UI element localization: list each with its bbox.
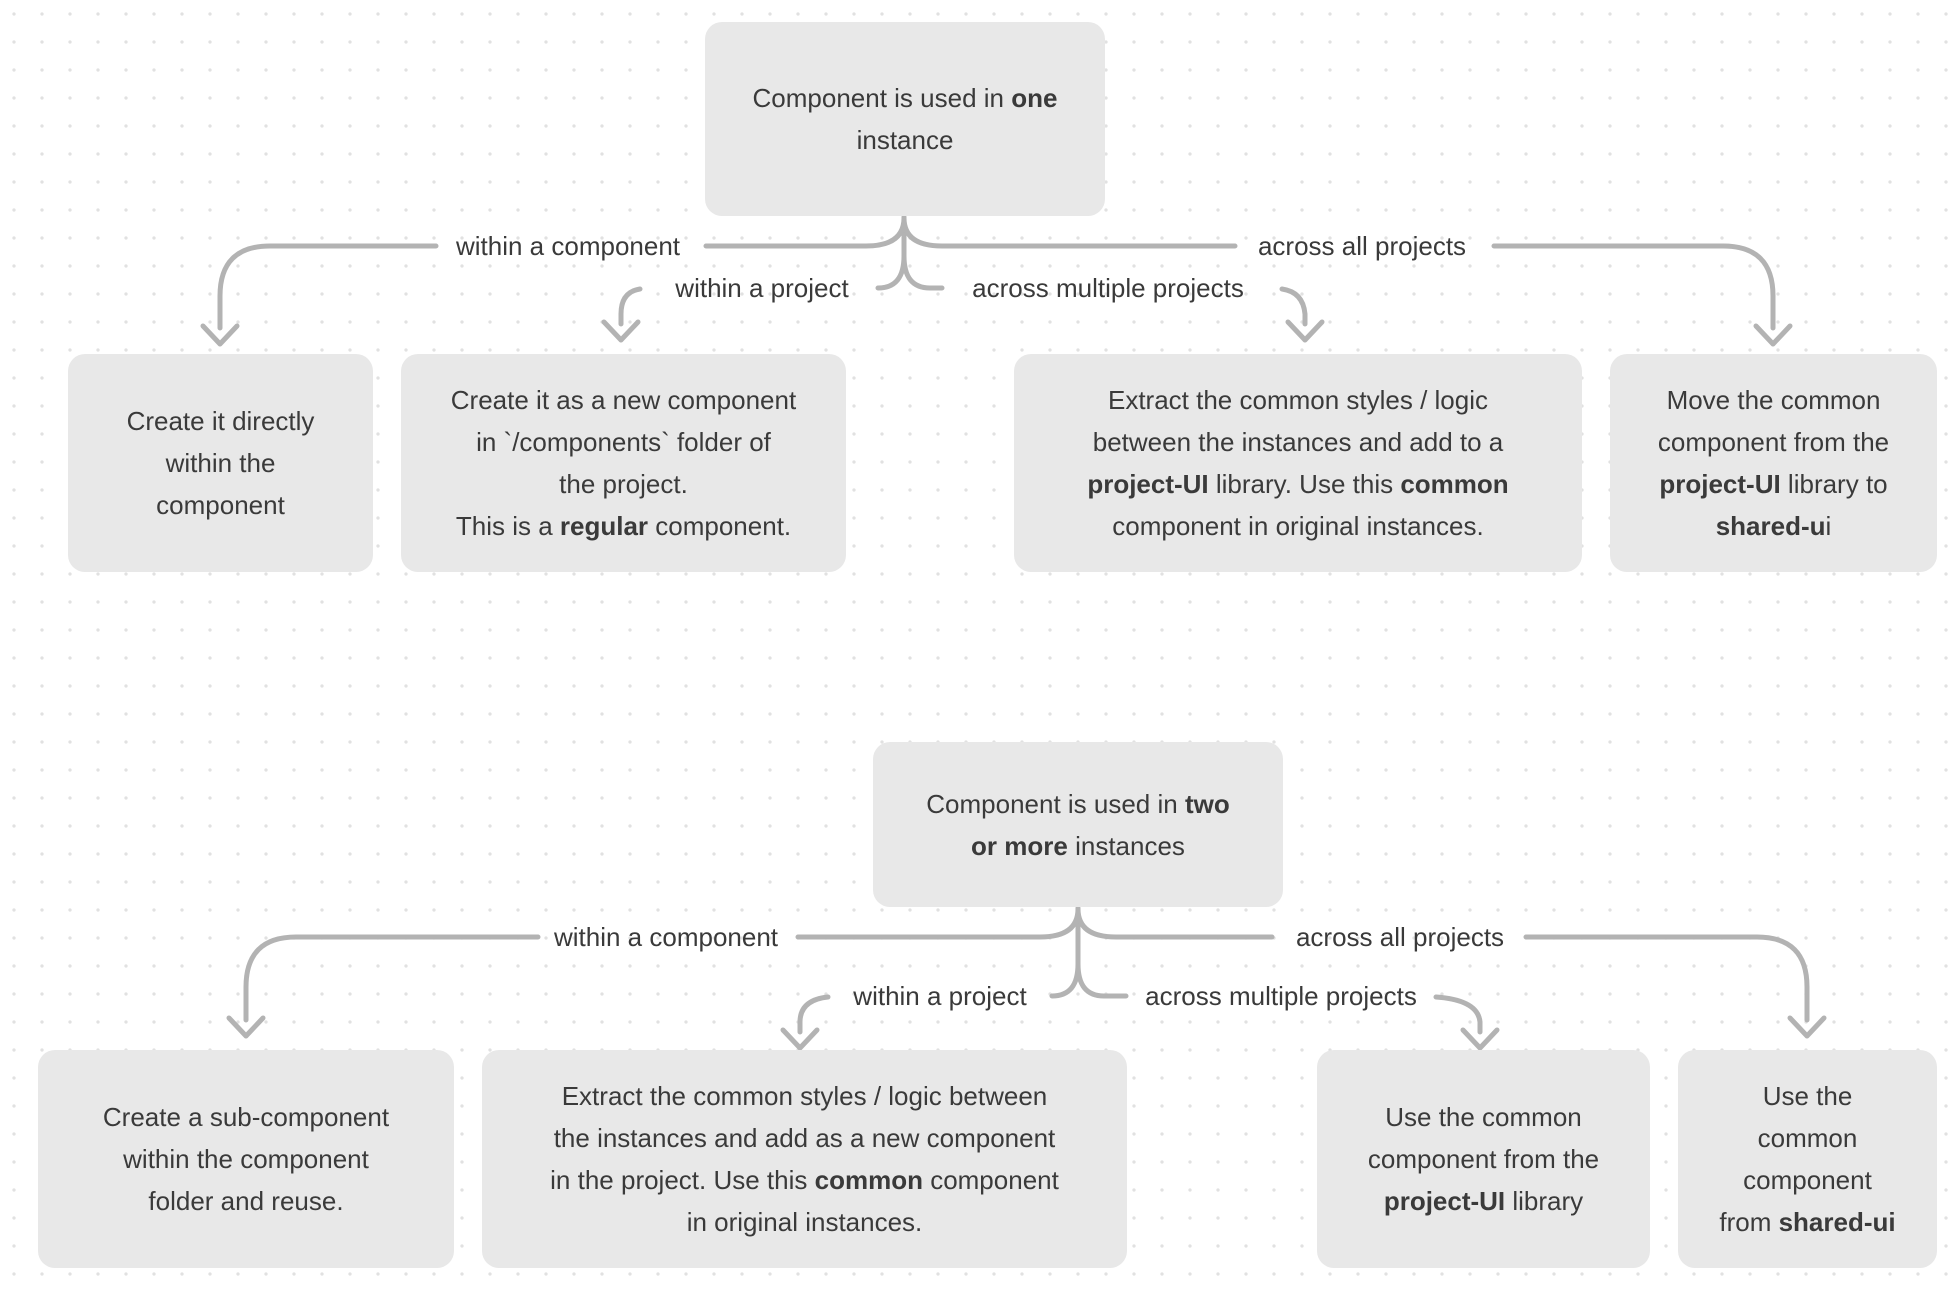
box-text-line: between the instances and add to a [1092, 427, 1504, 457]
root-box-two-or-more-instances: Component is used in two or more instanc… [873, 742, 1283, 907]
box-text-line: Move the common [1666, 385, 1881, 415]
box-text-line: Create it directly [126, 406, 315, 436]
box-text-line: within the [165, 448, 276, 478]
box-text-line: the project. [559, 469, 688, 499]
branch-label-across-all-projects: across all projects [1257, 231, 1467, 261]
tree1-level2-left-flare [875, 253, 907, 291]
tree2-level2-right-flare [1075, 961, 1129, 999]
box-text-line: project-UI library to [1659, 469, 1888, 499]
branch-label-across-all-projects: across all projects [1295, 922, 1505, 952]
tree1-arrow-across-multiple-projects [1279, 286, 1325, 343]
box-text-line: Use the [1762, 1081, 1853, 1111]
outcome-box-create-directly: Create it directly within the component [68, 354, 373, 572]
box-text-line: Create it as a new component [450, 385, 797, 415]
box-text-line: component [1743, 1165, 1872, 1195]
box-text-line: in `/components` folder of [476, 427, 771, 457]
box-text-line: in the project. Use this common componen… [550, 1165, 1059, 1195]
root-box-one-instance: Component is used in one instance [705, 22, 1105, 216]
branch-label-within-a-project: within a project [675, 273, 849, 303]
tree1-arrow-across-all-projects [1491, 243, 1793, 347]
branch-label-within-a-component: within a component [455, 231, 681, 261]
tree2-arrow-within-a-component [226, 934, 541, 1039]
outcome-box-extract-to-project-ui: Extract the common styles / logic betwee… [1014, 354, 1582, 572]
outcome-box-use-project-ui: Use the common component from the projec… [1317, 1050, 1650, 1268]
box-text-line: component from the [1657, 427, 1890, 457]
box-text-line: component from the [1367, 1144, 1600, 1174]
box-text-line: the instances and add as a new component [553, 1123, 1056, 1153]
tree1-level1-left-join [703, 215, 907, 249]
box-text-line: shared-ui [1715, 511, 1832, 541]
tree2-arrow-across-all-projects [1523, 934, 1827, 1039]
box-text-line: folder and reuse. [148, 1186, 344, 1216]
box-text-line: component in original instances. [1112, 511, 1484, 541]
tree1-level1-right-join [901, 215, 1238, 249]
tree2-level1-right-join [1075, 906, 1275, 940]
outcome-box-use-shared-ui: Use the common component from shared-ui [1678, 1050, 1937, 1268]
box-text-line: Use the common [1385, 1102, 1582, 1132]
box-text-line: instance [856, 125, 954, 155]
box-text-line: Extract the common styles / logic [1107, 385, 1489, 415]
box-text-line: Component is used in two [926, 788, 1230, 819]
branch-label-across-multiple-projects: across multiple projects [972, 273, 1244, 303]
box-text-line: Component is used in one [752, 83, 1058, 113]
box-text-line: component [156, 490, 285, 520]
tree2-level1-left-join [795, 906, 1081, 940]
tree1-arrow-within-a-component [200, 243, 439, 347]
branch-label-across-multiple-projects: across multiple projects [1145, 981, 1417, 1011]
box-text-line: project-UI library. Use this common [1087, 469, 1509, 499]
box-text-line: common [1757, 1123, 1858, 1153]
box-text-line: Create a sub-component [102, 1102, 390, 1132]
box-text-line: from shared-ui [1719, 1207, 1896, 1237]
tree2-level2-left-flare [1049, 961, 1081, 999]
branch-label-within-a-project: within a project [853, 981, 1027, 1011]
box-text-line: project-UI library [1383, 1186, 1584, 1216]
outcome-box-regular-component: Create it as a new component in `/compon… [401, 354, 846, 572]
outcome-box-extract-common-component: Extract the common styles / logic betwee… [482, 1050, 1127, 1268]
tree2-arrow-within-a-project [780, 994, 831, 1051]
box-text-line: or more instances [971, 830, 1185, 861]
outcome-box-sub-component: Create a sub-component within the compon… [38, 1050, 454, 1268]
box-text-line: within the component [123, 1144, 369, 1174]
outcome-box-move-to-shared-ui: Move the common component from the proje… [1610, 354, 1937, 572]
branch-label-within-a-component: within a component [553, 922, 779, 952]
tree1-level2-right-flare [901, 253, 945, 291]
box-text-line: in original instances. [686, 1207, 923, 1237]
box-text-line: This is a regular component. [455, 511, 792, 541]
box-text-line: Extract the common styles / logic betwee… [561, 1081, 1048, 1111]
tree2-arrow-across-multiple-projects [1433, 994, 1500, 1051]
tree1-arrow-within-a-project [601, 286, 643, 343]
